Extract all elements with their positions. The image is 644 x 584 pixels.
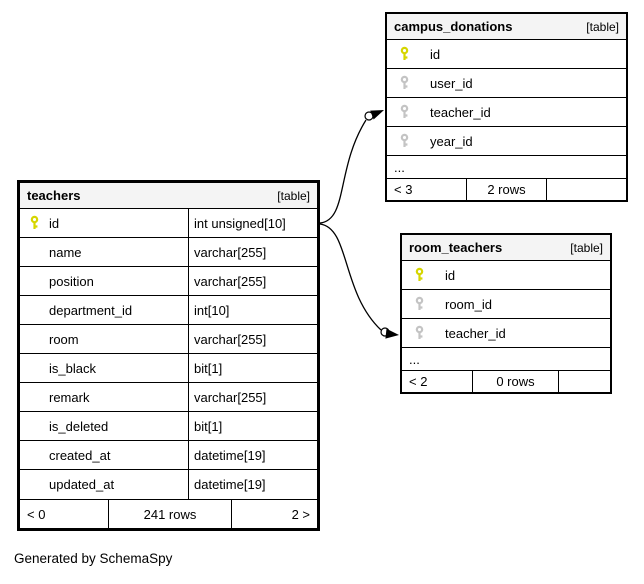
hidden-columns-indicator: ... — [387, 156, 626, 179]
column-type: bit[1] — [194, 360, 223, 376]
column-name: user_id — [430, 75, 473, 91]
table-campus-donations[interactable]: campus_donations [table] id user_id te — [385, 12, 628, 202]
hidden-columns-indicator: ... — [402, 348, 610, 371]
table-row: id — [387, 40, 626, 69]
relationship-line-teachers-room-teachers — [319, 223, 382, 331]
column-name: remark — [49, 389, 90, 405]
table-teachers[interactable]: teachers [table] id int unsigned[10] nam… — [17, 180, 320, 531]
foreign-key-icon — [400, 75, 409, 89]
table-row: created_at datetime[19] — [20, 441, 317, 470]
table-type-badge: [table] — [277, 188, 310, 203]
table-row: is_deleted bit[1] — [20, 412, 317, 441]
column-type: int unsigned[10] — [194, 215, 286, 231]
column-type: varchar[255] — [194, 273, 267, 289]
table-footer: < 0 241 rows 2 > — [20, 499, 317, 528]
table-row: user_id — [387, 69, 626, 98]
table-name[interactable]: teachers — [27, 188, 81, 203]
primary-key-icon — [400, 46, 409, 60]
primary-key-icon — [415, 267, 424, 281]
table-row: teacher_id — [402, 319, 610, 348]
row-count: 241 rows — [143, 506, 197, 522]
column-name: room — [49, 331, 79, 347]
primary-key-icon — [30, 215, 39, 229]
table-name[interactable]: room_teachers — [409, 240, 503, 255]
table-row: department_id int[10] — [20, 296, 317, 325]
children-count: 2 > — [291, 506, 310, 522]
cardinality-circle-icon — [380, 327, 390, 337]
table-footer: < 2 0 rows — [402, 371, 610, 392]
table-room-teachers[interactable]: room_teachers [table] id room_id teach — [400, 233, 612, 394]
table-header-campus-donations[interactable]: campus_donations [table] — [387, 14, 626, 40]
column-name: id — [445, 267, 456, 283]
column-name: updated_at — [49, 477, 115, 492]
table-type-badge: [table] — [586, 19, 619, 34]
foreign-key-icon — [415, 296, 424, 310]
table-row: remark varchar[255] — [20, 383, 317, 412]
cardinality-circle-icon — [364, 111, 374, 121]
column-type: bit[1] — [194, 418, 223, 434]
foreign-key-icon — [400, 104, 409, 118]
parents-count: < 2 — [409, 374, 428, 389]
table-footer: < 3 2 rows — [387, 179, 626, 200]
table-type-badge: [table] — [570, 240, 603, 255]
foreign-key-icon — [400, 133, 409, 147]
table-row: year_id — [387, 127, 626, 156]
column-name: department_id — [49, 302, 133, 318]
column-type: varchar[255] — [194, 244, 267, 260]
table-row: name varchar[255] — [20, 238, 317, 267]
column-name: is_black — [49, 360, 96, 376]
table-row: id int unsigned[10] — [20, 209, 317, 238]
column-type: datetime[19] — [194, 447, 266, 463]
row-count: 2 rows — [487, 182, 526, 197]
parents-count: < 3 — [394, 182, 413, 197]
table-header-teachers[interactable]: teachers [table] — [20, 183, 317, 209]
column-name: id — [49, 215, 60, 231]
column-type: int[10] — [194, 302, 230, 318]
column-name: is_deleted — [49, 418, 109, 434]
table-row: room_id — [402, 290, 610, 319]
column-name: created_at — [49, 447, 111, 463]
foreign-key-icon — [415, 325, 424, 339]
column-type: varchar[255] — [194, 331, 267, 347]
parents-count: < 0 — [27, 506, 46, 522]
table-row: position varchar[255] — [20, 267, 317, 296]
arrowhead-icon — [370, 110, 384, 120]
arrowhead-icon — [385, 328, 399, 339]
column-name: teacher_id — [430, 104, 491, 120]
table-row: updated_at datetime[19] — [20, 470, 317, 499]
column-name: room_id — [445, 296, 492, 312]
relationship-line-teachers-campus-donations — [319, 119, 367, 224]
table-row: id — [402, 261, 610, 290]
table-row: teacher_id — [387, 98, 626, 127]
column-type: datetime[19] — [194, 477, 266, 492]
column-type: varchar[255] — [194, 389, 267, 405]
table-name[interactable]: campus_donations — [394, 19, 513, 34]
column-name: teacher_id — [445, 325, 506, 341]
column-name: name — [49, 244, 82, 260]
table-row: room varchar[255] — [20, 325, 317, 354]
table-header-room-teachers[interactable]: room_teachers [table] — [402, 235, 610, 261]
table-row: is_black bit[1] — [20, 354, 317, 383]
generator-note: Generated by SchemaSpy — [14, 551, 173, 566]
column-name: year_id — [430, 133, 473, 149]
row-count: 0 rows — [496, 374, 535, 389]
column-name: id — [430, 46, 441, 62]
column-name: position — [49, 273, 94, 289]
